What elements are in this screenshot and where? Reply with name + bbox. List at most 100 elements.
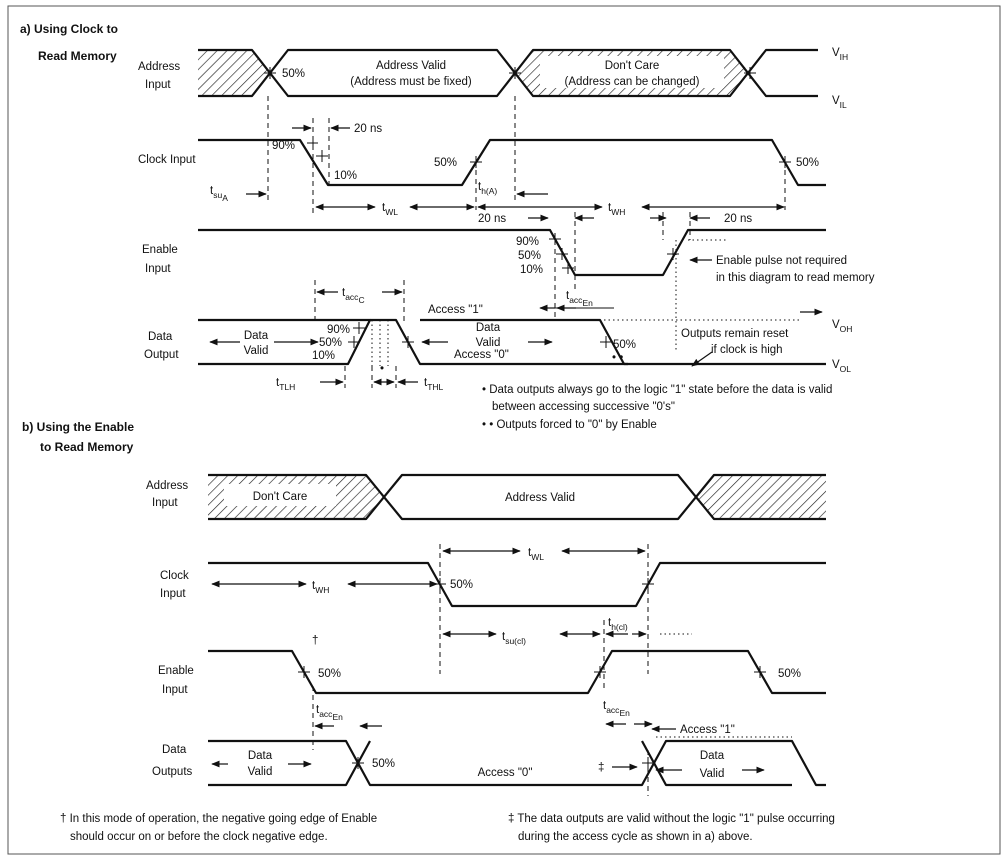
- data-b-valid-label-line1: Data: [248, 750, 273, 762]
- access-1-label-b: Access "1": [680, 724, 735, 736]
- clock-b-tsu-label: tsu(cl): [502, 631, 526, 646]
- clock-b-twl-label: tWL: [528, 547, 544, 562]
- clock-50pct-fall-label: 50%: [796, 157, 819, 169]
- voh-label: VOH: [832, 319, 852, 334]
- data-b-valid2-label-line2: Valid: [700, 768, 725, 780]
- outputs-reset-line1: Outputs remain reset: [681, 328, 789, 340]
- footnote-dagger-line1: † In this mode of operation, the negativ…: [60, 813, 377, 825]
- vih-label: VIH: [832, 47, 848, 62]
- enable-input-signal-b: Enable Input 50% 50% taccEn taccEn Acces…: [158, 649, 826, 750]
- tthl-label: tTHL: [424, 377, 444, 392]
- clock-b-twh-label: tWH: [312, 580, 329, 595]
- data-valid2-label-line2: Valid: [476, 337, 501, 349]
- section-a: a) Using Clock to Read Memory Address In…: [20, 22, 875, 431]
- vil-label: VIL: [832, 95, 847, 110]
- address-changed-label: (Address can be changed): [565, 76, 700, 88]
- address-label-line2: Input: [145, 79, 171, 91]
- enable-b-taccen-right-label: taccEn: [603, 700, 630, 718]
- footnote-star-line1: • Data outputs always go to the logic "1…: [482, 384, 832, 396]
- address-b-label-line1: Address: [146, 480, 188, 492]
- enable-90pct-label: 90%: [516, 236, 539, 248]
- clock-20ns-label: 20 ns: [354, 123, 382, 135]
- address-input-signal-a: Address Input Address Valid (Address mus…: [138, 47, 848, 110]
- data-output-signal-b: Data Outputs 50% Data Valid Access "0" ‡…: [152, 739, 826, 796]
- enable-b-50pct-right-label: 50%: [778, 668, 801, 680]
- enable-b-label-line2: Input: [162, 684, 188, 696]
- footnote-double-dagger-line1: ‡ The data outputs are valid without the…: [508, 813, 835, 825]
- tsu-a-label: tsuA: [210, 185, 228, 203]
- data-b-50pct-label: 50%: [372, 758, 395, 770]
- section-b: b) Using the Enable to Read Memory Addre…: [22, 420, 826, 796]
- section-a-title-line2: Read Memory: [38, 49, 117, 63]
- section-b-title-line2: to Read Memory: [40, 440, 134, 454]
- section-b-title-line1: b) Using the Enable: [22, 420, 134, 434]
- dont-care-label: Don't Care: [605, 60, 660, 72]
- enable-20ns-left-label: 20 ns: [478, 213, 506, 225]
- twl-label: tWL: [382, 202, 398, 217]
- data-50pct-label: 50%: [319, 337, 342, 349]
- enable-note-line1: Enable pulse not required: [716, 255, 847, 267]
- footnote-star-line2: between accessing successive "0's": [492, 401, 675, 413]
- clock-b-50pct-label: 50%: [450, 579, 473, 591]
- single-star-marker: •: [380, 363, 384, 375]
- twh-label: tWH: [608, 202, 625, 217]
- double-dagger-marker: ‡: [598, 762, 604, 774]
- enable-10pct-label: 10%: [520, 264, 543, 276]
- enable-b-50pct-left-label: 50%: [318, 668, 341, 680]
- outputs-reset-line2: if clock is high: [711, 344, 783, 356]
- footnote-double-dagger-line2: during the access cycle as shown in a) a…: [518, 831, 753, 843]
- address-b-dont-care-end: [696, 475, 826, 519]
- clock-b-th-label: th(cl): [608, 617, 628, 632]
- data-b-valid2-label-line1: Data: [700, 750, 725, 762]
- access-1-label-a: Access "1": [428, 304, 483, 316]
- footnote-dagger-line2: should occur on or before the clock nega…: [70, 831, 328, 843]
- data-label-line1: Data: [148, 331, 173, 343]
- data-b-valid-label-line2: Valid: [248, 766, 273, 778]
- enable-label-line2: Input: [145, 263, 171, 275]
- ttlh-label: tTLH: [276, 377, 295, 392]
- double-star-marker: • •: [612, 352, 623, 364]
- clock-90pct-label: 90%: [272, 140, 295, 152]
- clock-10pct-label: 10%: [334, 170, 357, 182]
- clock-input-signal-b: Clock Input 50% tWH tWL tsu(cl) th(cl) †: [160, 544, 826, 690]
- enable-b-label-line1: Enable: [158, 665, 194, 677]
- access-timing-annotations-a: taccC taccEn Access "1": [314, 240, 823, 350]
- clock-input-label: Clock Input: [138, 154, 196, 166]
- address-valid-label: Address Valid: [376, 60, 446, 72]
- data-10pct-label: 10%: [312, 350, 335, 362]
- footnote-double-star: • • Outputs forced to "0" by Enable: [482, 419, 657, 431]
- dagger-marker: †: [312, 635, 318, 647]
- enable-label-line1: Enable: [142, 244, 178, 256]
- address-input-signal-b: Address Input Don't Care Address Valid: [146, 473, 826, 521]
- data-b-label-line1: Data: [162, 744, 187, 756]
- footnotes: † In this mode of operation, the negativ…: [60, 813, 835, 843]
- clock-50pct-rise-label: 50%: [434, 157, 457, 169]
- enable-50pct-label: 50%: [518, 250, 541, 262]
- data-valid2-label-line1: Data: [476, 322, 501, 334]
- taccc-label: taccC: [342, 287, 365, 305]
- clock-b-label-line2: Input: [160, 588, 186, 600]
- address-fixed-label: (Address must be fixed): [350, 76, 472, 88]
- vol-label: VOL: [832, 359, 851, 374]
- address-b-valid-label: Address Valid: [505, 492, 575, 504]
- diagram-frame: [7, 5, 1001, 855]
- clock-input-signal-a: Clock Input 90% 10% 50% 50% 20 ns tsuA t…: [138, 96, 826, 217]
- data-valid-label-line1: Data: [244, 330, 269, 342]
- clock-b-label-line1: Clock: [160, 570, 189, 582]
- enable-b-taccen-left-label: taccEn: [316, 704, 343, 722]
- section-a-title-line1: a) Using Clock to: [20, 22, 118, 36]
- data-valid-label-line2: Valid: [244, 345, 269, 357]
- taccen-label: taccEn: [566, 290, 593, 308]
- th-a-label: th(A): [478, 181, 497, 196]
- address-b-dont-care-label: Don't Care: [253, 491, 308, 503]
- data-50pct-fall-label: 50%: [613, 339, 636, 351]
- data-label-line2: Output: [144, 349, 179, 361]
- address-label-line1: Address: [138, 61, 180, 73]
- enable-input-signal-a: Enable Input 90% 50% 10% 20 ns 20 ns Ena…: [142, 212, 875, 320]
- address-dont-care-start: [198, 50, 270, 96]
- enable-note-line2: in this diagram to read memory: [716, 272, 875, 284]
- enable-20ns-right-label: 20 ns: [724, 213, 752, 225]
- data-b-label-line2: Outputs: [152, 766, 193, 778]
- address-50pct-label: 50%: [282, 68, 305, 80]
